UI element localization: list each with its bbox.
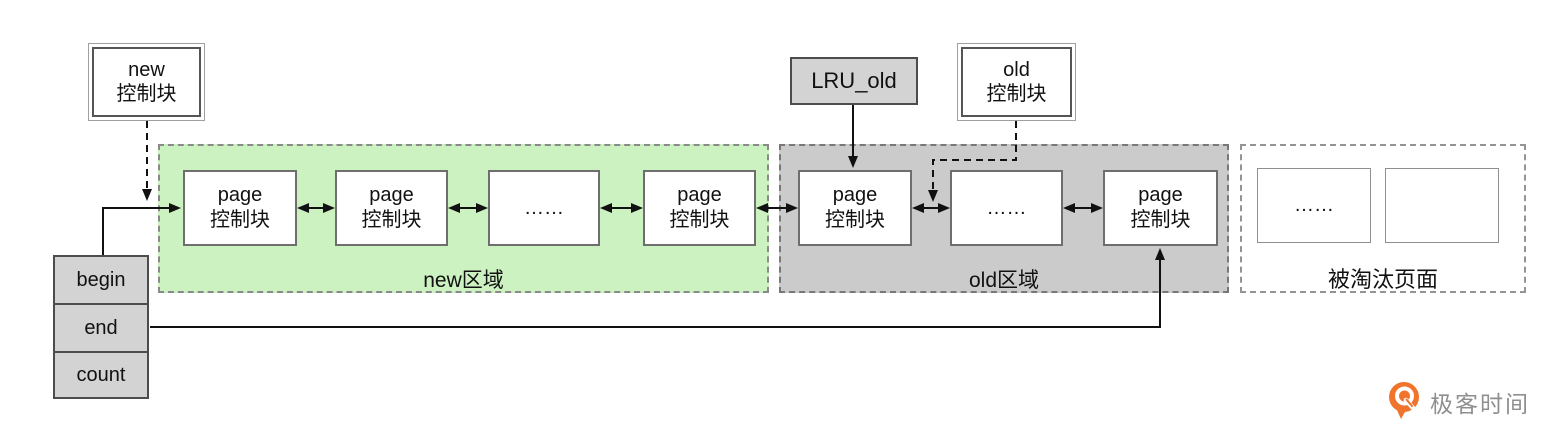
evicted-page-empty-block (1385, 168, 1499, 243)
old-control-block-box: old 控制块 (957, 43, 1076, 121)
begin-cell: begin (53, 255, 149, 305)
new-region-label: new区域 (423, 269, 504, 292)
logo-bubble-tail (1396, 408, 1406, 419)
page-control-block: page 控制块 (183, 170, 297, 246)
lru-old-box: LRU_old (790, 57, 918, 105)
new-control-block-box: new 控制块 (88, 43, 205, 121)
count-cell: count (53, 351, 149, 399)
page-control-block: page 控制块 (643, 170, 756, 246)
geektime-logo-text: 极客时间 (1430, 391, 1530, 417)
evicted-page-ellipsis-block: …… (1257, 168, 1371, 243)
evicted-region-label: 被淘汰页面 (1327, 267, 1438, 292)
page-ellipsis-block: …… (950, 170, 1063, 246)
old-control-block-label: old 控制块 (961, 47, 1072, 117)
geektime-logo-icon (1389, 382, 1419, 419)
page-control-block: page 控制块 (798, 170, 912, 246)
end-cell: end (53, 303, 149, 353)
new-control-block-label: new 控制块 (92, 47, 201, 117)
old-region-label: old区域 (968, 269, 1040, 292)
page-control-block: page 控制块 (1103, 170, 1218, 246)
page-control-block: page 控制块 (335, 170, 448, 246)
geektime-logo: 极客时间 (1387, 381, 1530, 423)
page-ellipsis-block: …… (488, 170, 600, 246)
